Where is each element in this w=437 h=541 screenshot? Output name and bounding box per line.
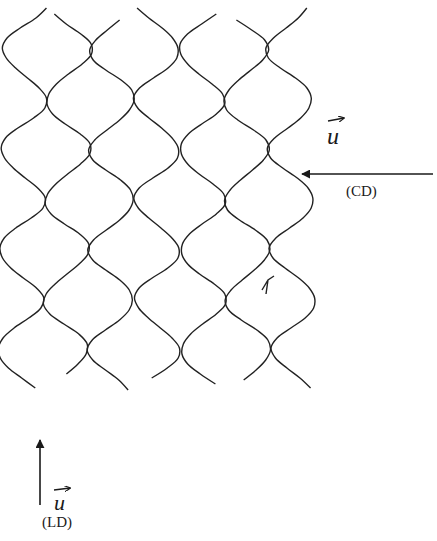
fiber-strand	[180, 14, 227, 384]
fiber-strand	[133, 8, 179, 378]
cell-network	[0, 8, 315, 390]
fiber-strand	[224, 20, 271, 380]
vector-mark	[328, 118, 344, 121]
fiber-strand	[87, 20, 134, 390]
fiber-strand	[0, 8, 47, 388]
cd-direction-arrow	[302, 173, 433, 175]
fiber-fragment	[262, 276, 274, 294]
direction-label: (CD)	[346, 184, 377, 199]
fiber-strand	[266, 8, 315, 388]
velocity-symbol: u	[327, 124, 339, 148]
direction-label: (LD)	[42, 515, 72, 530]
fiber-strand	[43, 14, 92, 374]
vector-mark	[54, 488, 70, 490]
velocity-symbol: u	[54, 492, 65, 514]
ld-direction-arrow	[39, 440, 41, 505]
